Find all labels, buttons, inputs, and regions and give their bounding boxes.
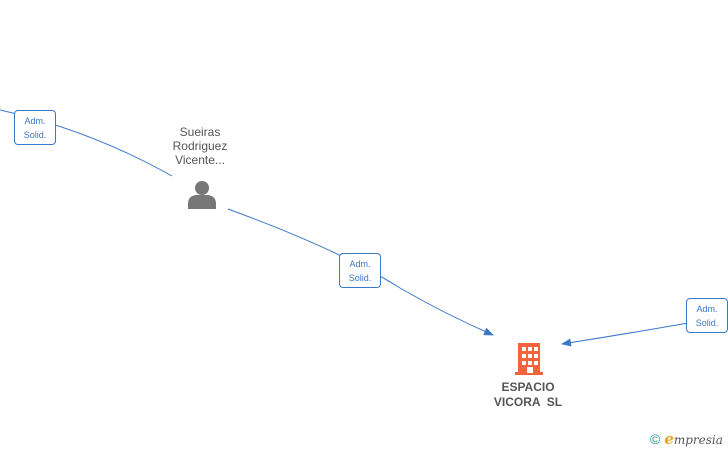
- person-name[interactable]: Sueiras Rodriguez Vicente...: [160, 125, 240, 167]
- person-icon[interactable]: [187, 179, 217, 209]
- copyright-icon: ©: [650, 431, 661, 447]
- person-name-line: Rodriguez: [172, 139, 228, 153]
- edge-label-line: Solid.: [695, 318, 719, 328]
- company-name-line: ESPACIO: [501, 380, 555, 394]
- brand-rest: mpresia: [673, 433, 723, 447]
- person-name-line: Sueiras: [179, 125, 221, 139]
- company-name[interactable]: ESPACIO VICORA SL: [478, 380, 578, 410]
- brand-name: empresia: [664, 430, 723, 448]
- edge-label-line: Adm.: [696, 304, 718, 314]
- edge-label-line: Adm.: [24, 116, 46, 126]
- edge-label-line: Solid.: [23, 130, 47, 140]
- company-name-line: VICORA SL: [493, 395, 563, 409]
- edge-label-middle[interactable]: Adm. Solid.: [339, 253, 381, 288]
- building-icon[interactable]: [514, 341, 544, 375]
- edge-label-left[interactable]: Adm. Solid.: [14, 110, 56, 145]
- person-name-line: Vicente...: [175, 153, 225, 167]
- edge-label-line: Adm.: [349, 259, 371, 269]
- brand-initial: e: [664, 430, 674, 448]
- edge-person-to-company: [227, 208, 494, 336]
- brand-watermark: © empresia: [650, 430, 723, 448]
- edge-label-right[interactable]: Adm. Solid.: [686, 298, 728, 333]
- edge-label-line: Solid.: [348, 273, 372, 283]
